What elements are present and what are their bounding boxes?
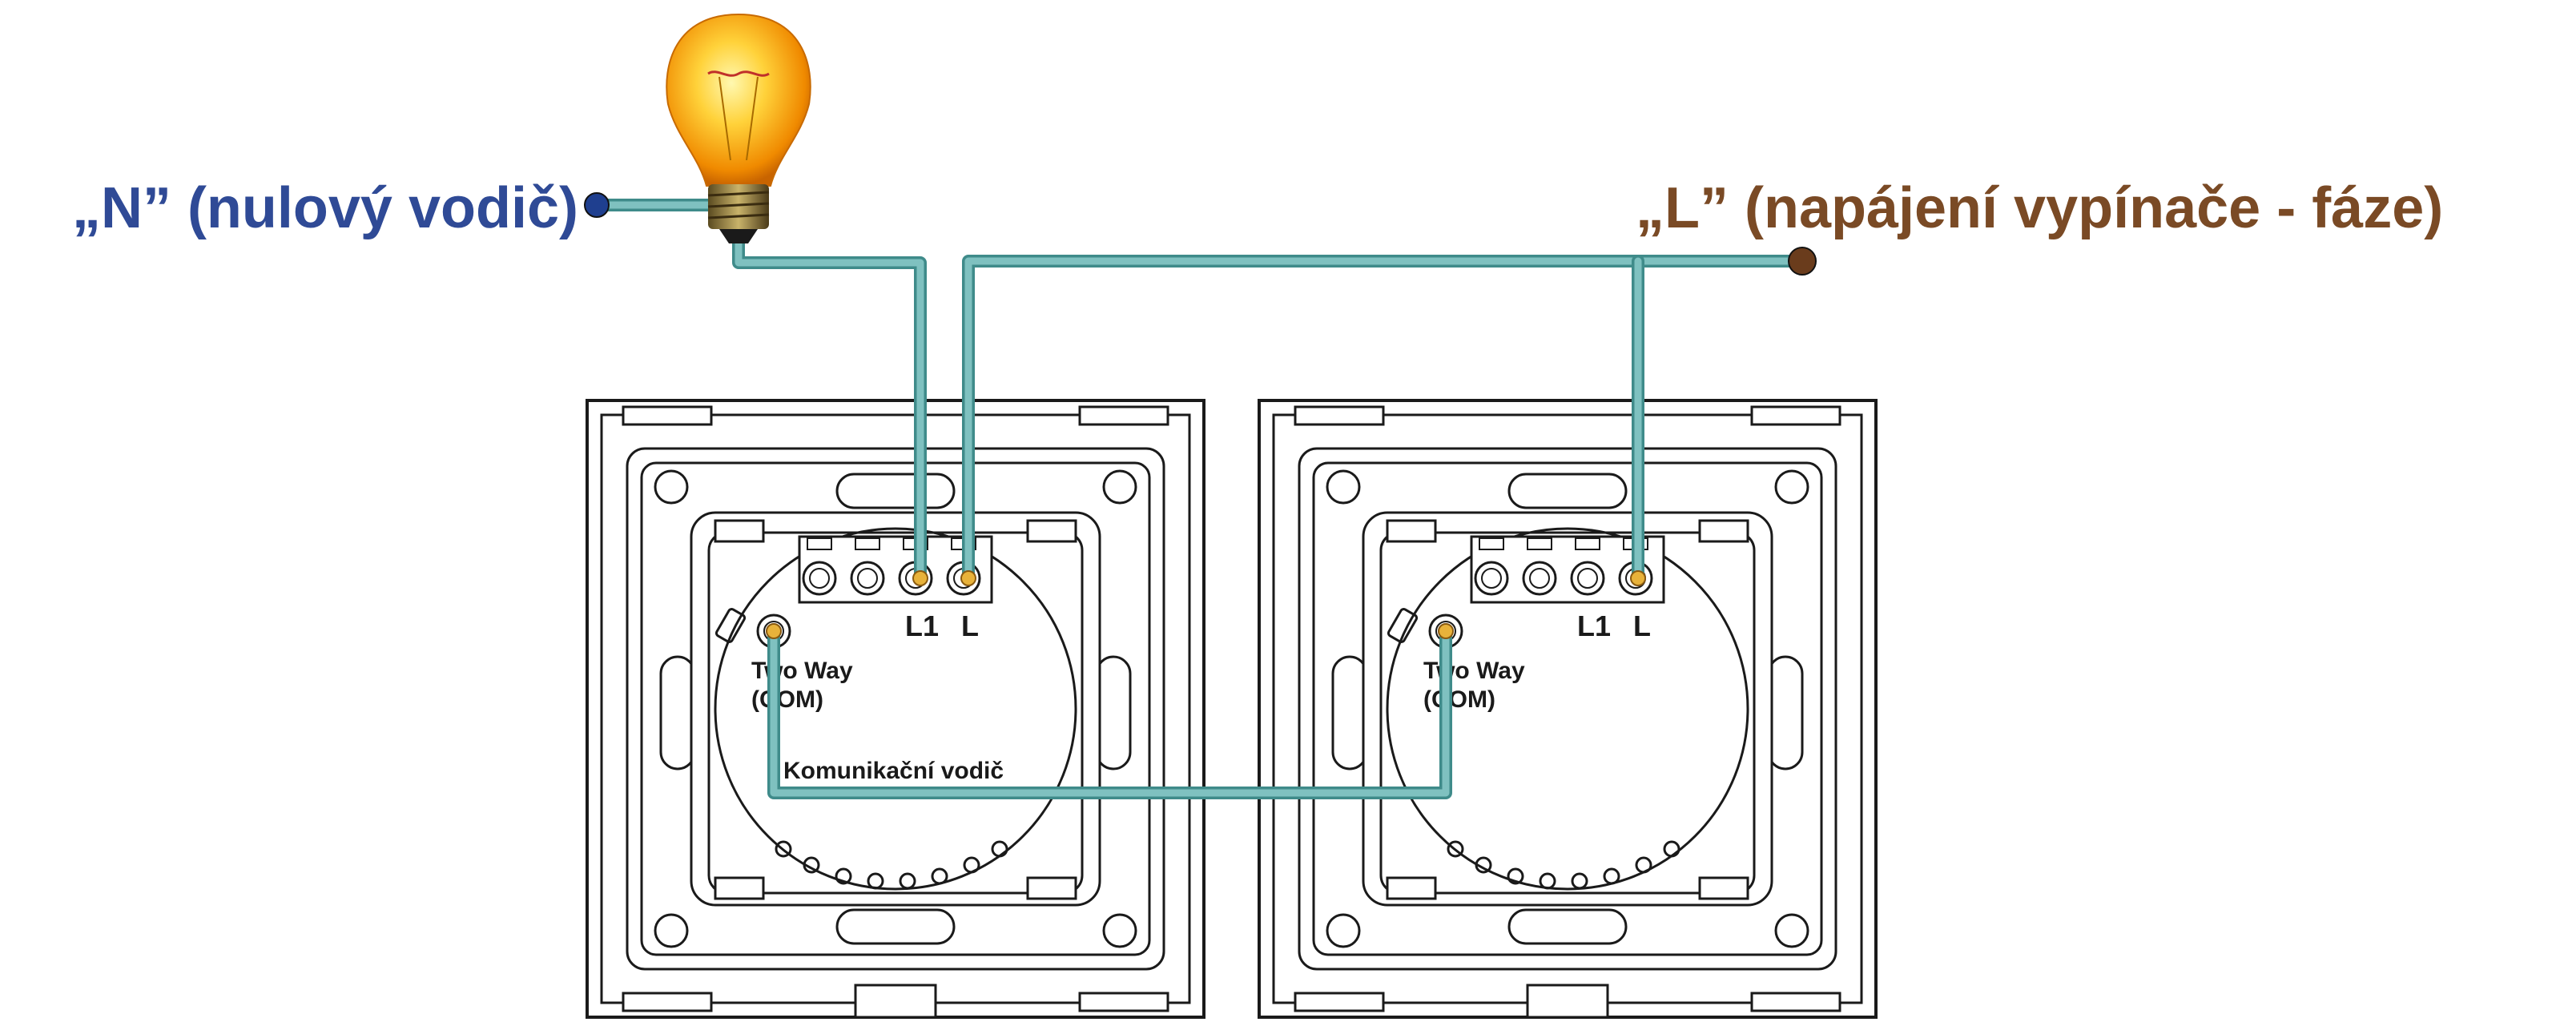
switch-2-com-label-line2: (COM)	[1423, 686, 1495, 713]
wires	[590, 199, 1809, 799]
switch-1-terminal-l-label: L	[961, 610, 979, 642]
phase-label: „L” (napájení vypínače - fáze)	[1636, 176, 2443, 240]
communication-wire-label: Komunikační vodič	[783, 758, 1004, 784]
phase-endpoint-dot	[1788, 247, 1817, 276]
switch-2-terminal-l-label: L	[1633, 610, 1651, 642]
switch-2-com-label-line1: Two Way	[1423, 658, 1525, 684]
switch-1-com-label-line2: (COM)	[751, 686, 823, 713]
neutral-label: „N” (nulový vodič)	[72, 176, 578, 240]
neutral-endpoint-dot	[584, 192, 610, 218]
light-bulb-icon	[666, 13, 811, 243]
switch-2: L1 L Two Way (COM)	[1258, 399, 1878, 1019]
switch-2-terminal-l1-label: L1	[1577, 610, 1611, 642]
switch-1: L1 L Two Way (COM)	[586, 399, 1205, 1019]
switch-1-terminal-l1-label: L1	[905, 610, 939, 642]
terminal-contacts	[766, 570, 1646, 639]
switch-1-com-label-line1: Two Way	[751, 658, 853, 684]
